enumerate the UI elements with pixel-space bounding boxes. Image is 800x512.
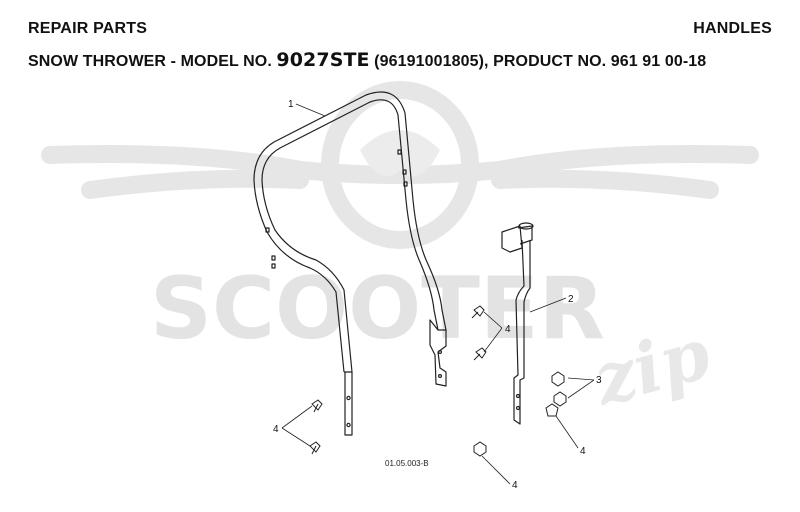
nut-icon <box>553 391 567 407</box>
leader-lines <box>281 103 595 485</box>
subtitle-prefix: SNOW THROWER - MODEL NO. <box>28 53 277 70</box>
watermark-logo <box>41 81 759 249</box>
model-number: 9027STE <box>276 49 370 71</box>
bolt-icon <box>311 399 323 413</box>
bolt-icon <box>545 403 559 417</box>
callout-3: 3 <box>596 375 602 386</box>
drawing-code: 01.05.003-B <box>385 459 429 468</box>
page-title: REPAIR PARTS <box>28 20 148 37</box>
model-subtitle: SNOW THROWER - MODEL NO. 9027STE (961910… <box>28 49 706 71</box>
bolt-icon <box>473 347 487 361</box>
callout-4-bottom: 4 <box>512 480 518 491</box>
bolt-icon <box>309 441 321 455</box>
handle-upper <box>253 91 447 436</box>
bolt-icon <box>471 305 485 319</box>
callout-1: 1 <box>288 99 294 110</box>
callout-4-left: 4 <box>273 424 279 435</box>
support-bar <box>501 222 534 425</box>
watermark-brand: SCOOTER <box>150 259 605 359</box>
fasteners <box>309 305 567 457</box>
nut-icon <box>473 441 487 457</box>
callout-4-center: 4 <box>505 324 511 335</box>
callout-2: 2 <box>568 294 574 305</box>
subtitle-suffix: (96191001805), PRODUCT NO. 961 91 00-18 <box>369 53 707 70</box>
page-header: REPAIR PARTS HANDLES SNOW THROWER - MODE… <box>0 0 800 80</box>
nut-icon <box>551 371 565 387</box>
callout-4-right: 4 <box>580 446 586 457</box>
section-title: HANDLES <box>693 20 772 37</box>
